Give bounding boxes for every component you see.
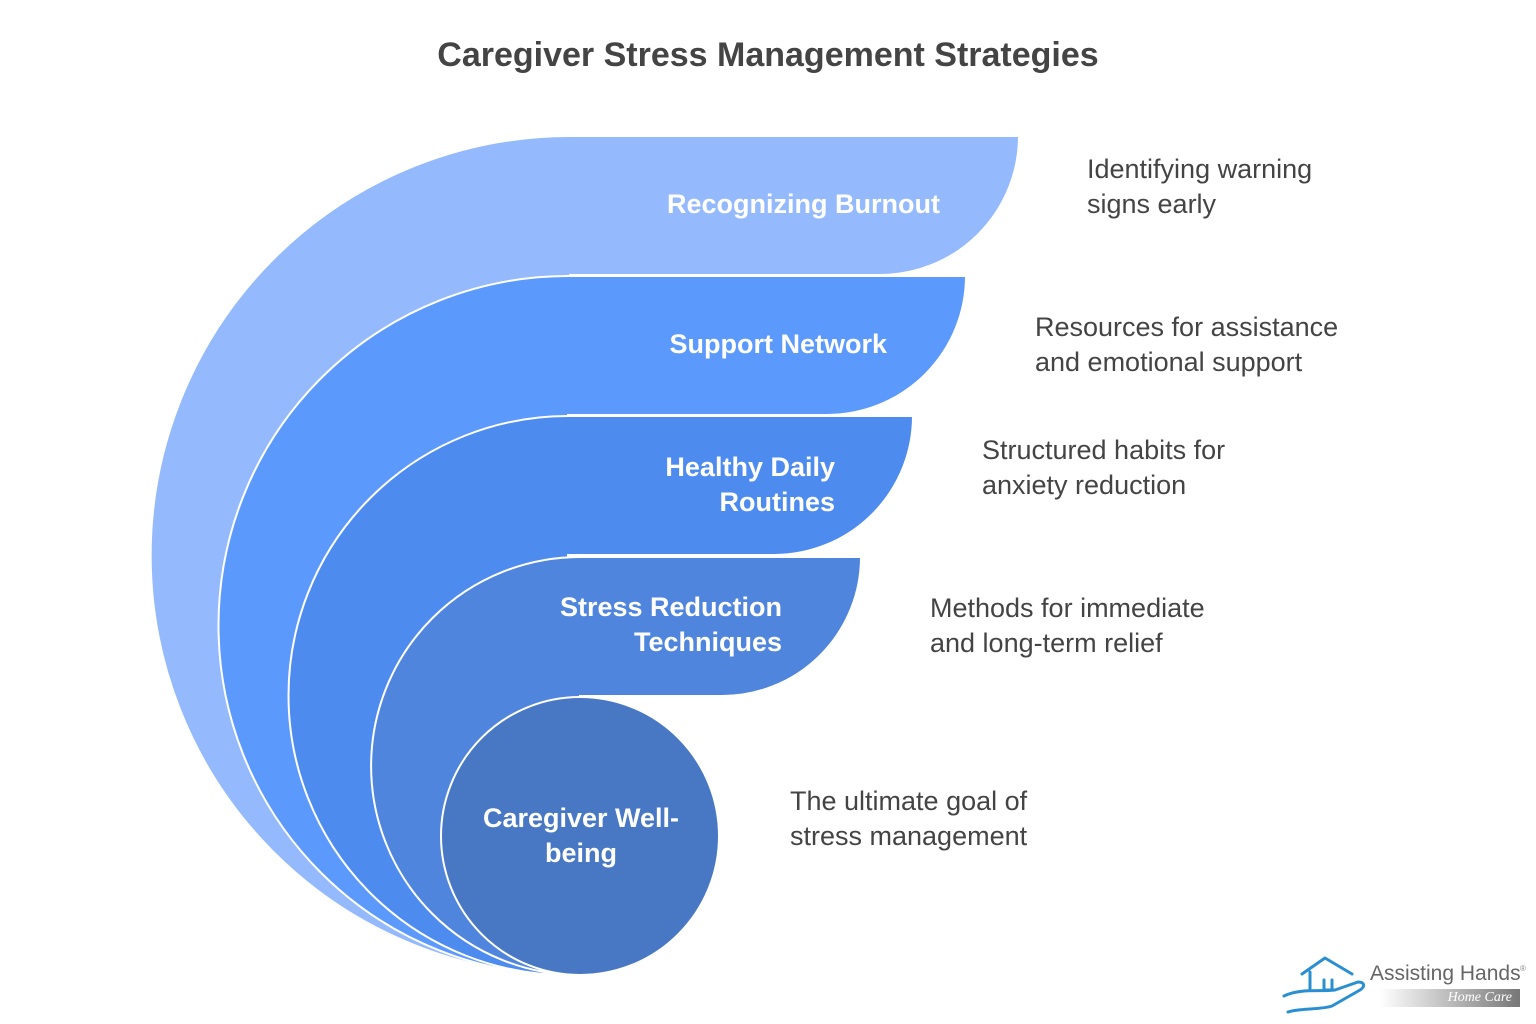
assisting-hands-logo: Assisting Hands ® Home Care bbox=[1280, 952, 1530, 1016]
layer-label-support-network: Support Network bbox=[669, 329, 887, 359]
logo-registered: ® bbox=[1520, 964, 1526, 973]
logo-name: Assisting Hands bbox=[1370, 962, 1521, 985]
diagram-title: Caregiver Stress Management Strategies bbox=[437, 36, 1099, 74]
logo-tagline: Home Care bbox=[1380, 989, 1520, 1007]
layer-label-caregiver-wellbeing: Caregiver Well-being bbox=[482, 803, 680, 868]
layer-shape-caregiver-wellbeing bbox=[440, 696, 720, 976]
layer-label-recognizing-burnout: Recognizing Burnout bbox=[667, 189, 940, 219]
hand-house-icon bbox=[1282, 956, 1366, 1014]
